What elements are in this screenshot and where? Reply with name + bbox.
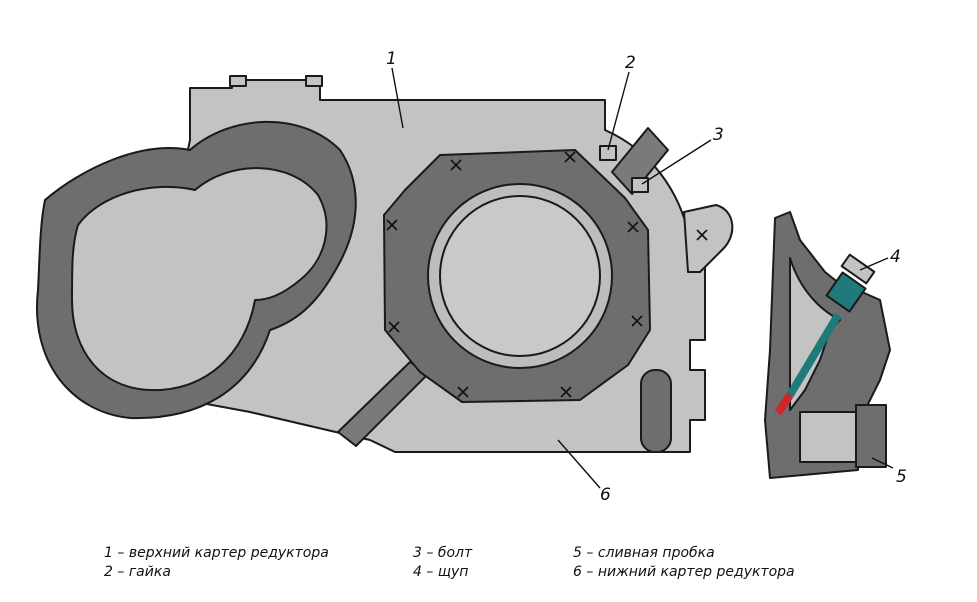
- legend-item-2: 2 – гайка: [104, 564, 171, 580]
- legend-num: 6: [573, 564, 582, 580]
- side-lug: [683, 204, 734, 273]
- legend-text: сливная пробка: [597, 545, 715, 561]
- callout-6: 6: [600, 485, 611, 505]
- callout-4: 4: [890, 247, 901, 267]
- legend-item-4: 4 – щуп: [413, 564, 469, 580]
- drain-plug-cap: [855, 404, 887, 468]
- callout-2: 2: [625, 53, 636, 73]
- legend-num: 3: [413, 545, 422, 561]
- callout-1: 1: [386, 49, 397, 69]
- leader-lines: [391, 67, 894, 489]
- dipstick-tip: [774, 392, 794, 416]
- upper-flange-bar: [611, 127, 669, 195]
- legend-num: 4: [413, 564, 422, 580]
- legend-text: щуп: [437, 564, 469, 580]
- bolt: [631, 177, 649, 193]
- inspection-slot: [640, 369, 672, 453]
- legend-num: 2: [104, 564, 113, 580]
- bearing-bore-inner: [439, 195, 601, 357]
- left-bore: [71, 167, 328, 392]
- legend-num: 1: [104, 545, 113, 561]
- legend-item-5: 5 – сливная пробка: [573, 545, 715, 561]
- legend-text: нижний картер редуктора: [597, 564, 795, 580]
- top-bolt-left: [229, 75, 247, 87]
- legend-item-3: 3 – болт: [413, 545, 473, 561]
- cap-bolt-marks: [386, 151, 708, 398]
- legend-item-6: 6 – нижний картер редуктора: [573, 564, 795, 580]
- callout-3: 3: [713, 125, 724, 145]
- top-bolt-right: [305, 75, 323, 87]
- legend-text: болт: [437, 545, 473, 561]
- nut: [599, 145, 617, 161]
- legend-text: гайка: [128, 564, 171, 580]
- legend-text: верхний картер редуктора: [128, 545, 329, 561]
- callout-5: 5: [896, 467, 907, 487]
- dipstick-head: [825, 271, 867, 313]
- dipstick-rod: [786, 312, 842, 398]
- dipstick-nut: [840, 253, 876, 285]
- legend-num: 5: [573, 545, 582, 561]
- legend-item-1: 1 – верхний картер редуктора: [104, 545, 329, 561]
